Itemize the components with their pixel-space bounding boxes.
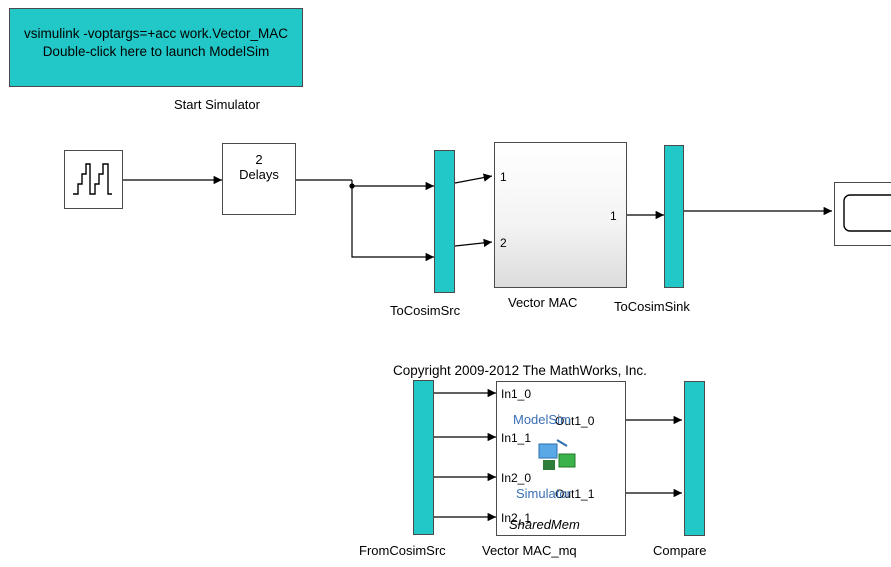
modelsim-chip-icon bbox=[538, 439, 576, 470]
launch-command-text: vsimulink -voptargs=+acc work.Vector_MAC bbox=[23, 26, 289, 41]
to-cosim-sink-block[interactable] bbox=[664, 145, 684, 288]
shared-mem-label: SharedMem bbox=[509, 517, 580, 532]
mq-out-port-2: Out1_1 bbox=[555, 487, 595, 501]
scope-block[interactable] bbox=[834, 182, 891, 246]
to-cosim-src-block[interactable] bbox=[434, 150, 455, 293]
launch-modelsim-block[interactable]: vsimulink -voptargs=+acc work.Vector_MAC… bbox=[9, 8, 303, 87]
from-cosim-src-label: FromCosimSrc bbox=[359, 543, 446, 558]
copyright-text: Copyright 2009-2012 The MathWorks, Inc. bbox=[393, 363, 647, 378]
vector-mac-mq-label: Vector MAC_mq bbox=[482, 543, 577, 558]
delays-block[interactable]: 2 Delays bbox=[222, 143, 296, 215]
vector-mac-block[interactable]: 1 2 1 bbox=[494, 142, 627, 288]
vector-mac-in1-port: 1 bbox=[500, 170, 507, 184]
to-cosim-sink-label: ToCosimSink bbox=[614, 299, 690, 314]
mq-in-port-2: In1_1 bbox=[501, 431, 532, 445]
wire-cosimsrc-to-mac-2 bbox=[454, 238, 493, 248]
launch-block-caption: Start Simulator bbox=[174, 97, 260, 112]
delays-count: 2 bbox=[255, 152, 263, 167]
vector-mac-mq-block[interactable]: In1_0 In1_1 In2_0 In2_1 Out1_0 Out1_1 Mo… bbox=[496, 381, 626, 536]
vector-mac-out1-port: 1 bbox=[610, 209, 617, 223]
delays-label: Delays bbox=[239, 167, 279, 182]
mq-in-port-3: In2_0 bbox=[501, 471, 532, 485]
vector-mac-label: Vector MAC bbox=[508, 295, 578, 310]
mq-in-port-4: In2_1 bbox=[501, 511, 532, 525]
vector-mac-in2-port: 2 bbox=[500, 236, 507, 250]
wire-cosimsrc-to-mac-1 bbox=[454, 173, 493, 184]
mq-in-port-1: In1_0 bbox=[501, 387, 532, 401]
modelsim-brand-text: ModelSim bbox=[513, 412, 571, 427]
staircase-signal-icon bbox=[73, 163, 112, 195]
from-cosim-src-block[interactable] bbox=[413, 380, 434, 535]
wire-to-cosimsrc-2 bbox=[351, 180, 434, 257]
compare-label: Compare bbox=[653, 543, 707, 558]
mq-out-port-1: Out1_0 bbox=[555, 414, 595, 428]
signal-source-block[interactable] bbox=[64, 150, 123, 209]
branch-point bbox=[349, 183, 355, 189]
scope-display-icon bbox=[843, 194, 891, 232]
to-cosim-src-label: ToCosimSrc bbox=[390, 303, 461, 318]
launch-hint-text: Double-click here to launch ModelSim bbox=[42, 44, 270, 59]
simulator-brand-text: Simulator bbox=[516, 486, 571, 501]
compare-block[interactable] bbox=[684, 381, 705, 536]
